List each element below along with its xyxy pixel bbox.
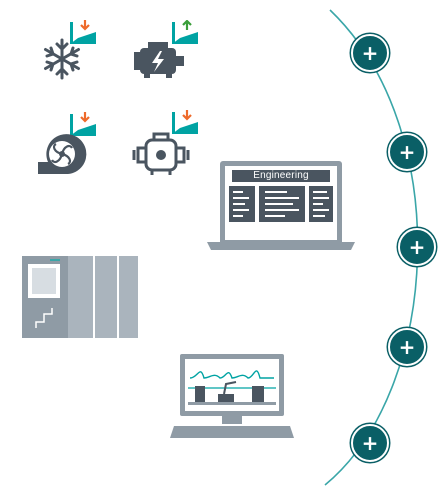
laptop-screen-title: Engineering	[232, 170, 330, 182]
trend-line	[189, 370, 274, 379]
expand-button-2[interactable]: +	[388, 133, 426, 171]
arrow-down-icon	[182, 110, 192, 121]
arrow-down-icon	[80, 20, 90, 31]
expand-button-4[interactable]: +	[388, 328, 426, 366]
energy-badge	[172, 20, 199, 44]
compressor-body-icon	[132, 132, 190, 175]
cooling-icon	[44, 20, 97, 80]
arrow-down-icon	[80, 112, 90, 123]
arrow-up-icon	[182, 20, 192, 30]
energy-badge	[70, 20, 97, 44]
energy-badge	[172, 110, 199, 134]
expand-button-3[interactable]: +	[398, 228, 436, 266]
snowflake-icon	[44, 38, 80, 80]
impeller-icon	[38, 134, 87, 174]
bolt-icon	[152, 51, 164, 72]
hmi-monitor	[170, 354, 294, 438]
plc-controller	[22, 256, 138, 338]
pump-icon	[38, 112, 97, 174]
laptop-base	[207, 242, 355, 250]
expand-button-5[interactable]: +	[351, 424, 389, 462]
electric-motor-icon	[134, 20, 199, 78]
expand-button-1[interactable]: +	[351, 34, 389, 72]
energy-badge	[70, 112, 97, 136]
compressor-icon	[132, 110, 199, 175]
